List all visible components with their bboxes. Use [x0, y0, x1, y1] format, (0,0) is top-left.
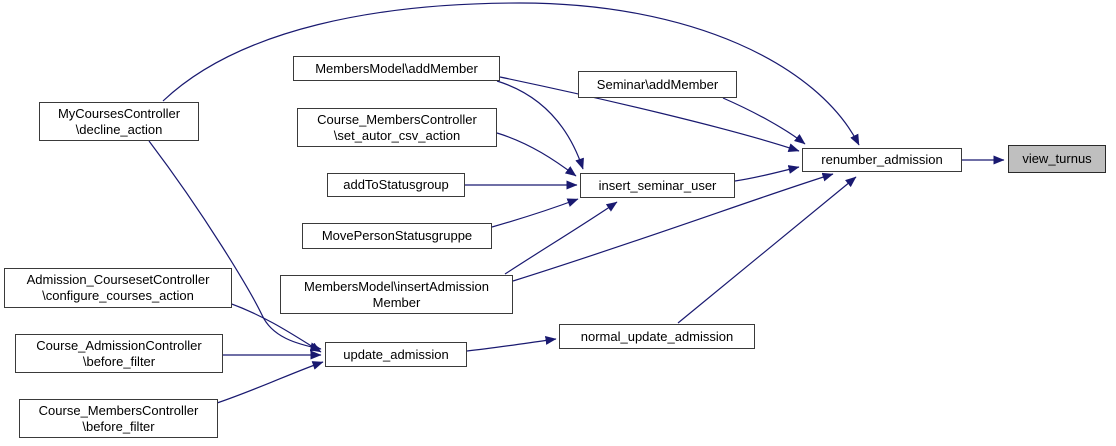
node-addtostatusgroup[interactable]: addToStatusgroup [327, 173, 465, 197]
edge-mycourses_decline_action-to-update_admission [148, 140, 322, 352]
node-course-members-set-autor-csv-action[interactable]: Course_MembersController \set_autor_csv_… [297, 108, 497, 147]
node-view-turnus: view_turnus [1008, 145, 1106, 173]
node-normal-update-admission[interactable]: normal_update_admission [559, 324, 755, 349]
edge-membersmodel_insertadmissionmember-to-insert_seminar_user [504, 201, 618, 275]
edge-admission_courseset_configure_courses_action-to-update_admission [228, 302, 322, 353]
edge-membersmodel_addmember-to-renumber_admission [499, 76, 800, 152]
node-course-admission-before-filter[interactable]: Course_AdmissionController \before_filte… [15, 334, 223, 373]
edge-seminar_addmember-to-renumber_admission [722, 97, 806, 145]
edge-membersmodel_addmember-to-insert_seminar_user [496, 80, 584, 170]
node-membersmodel-addmember[interactable]: MembersModel\addMember [293, 56, 500, 81]
node-seminar-addmember[interactable]: Seminar\addMember [578, 71, 737, 98]
node-movepersonstatusgruppe[interactable]: MovePersonStatusgruppe [302, 223, 492, 249]
edge-normal_update_admission-to-renumber_admission [677, 176, 857, 324]
edge-course_members_before_filter-to-update_admission [216, 361, 324, 404]
edge-course_members_set_autor_csv_action-to-insert_seminar_user [496, 132, 577, 177]
edge-update_admission-to-normal_update_admission [466, 335, 557, 352]
node-mycourses-decline-action[interactable]: MyCoursesController \decline_action [39, 102, 199, 141]
node-membersmodel-insertadmissionmember[interactable]: MembersModel\insertAdmission Member [280, 275, 513, 314]
edge-movepersonstatusgruppe-to-insert_seminar_user [491, 198, 579, 228]
edge-insert_seminar_user-to-renumber_admission [734, 165, 800, 182]
edge-membersmodel_insertadmissionmember-to-renumber_admission [512, 172, 834, 282]
node-insert-seminar-user[interactable]: insert_seminar_user [580, 173, 735, 198]
node-renumber-admission[interactable]: renumber_admission [802, 148, 962, 172]
node-course-members-before-filter[interactable]: Course_MembersController \before_filter [19, 399, 218, 438]
edge-mycourses_decline_action-to-renumber_admission [162, 2, 860, 146]
node-admission-courseset-configure-courses-action[interactable]: Admission_CoursesetController \configure… [4, 268, 232, 308]
node-update-admission[interactable]: update_admission [325, 342, 467, 367]
